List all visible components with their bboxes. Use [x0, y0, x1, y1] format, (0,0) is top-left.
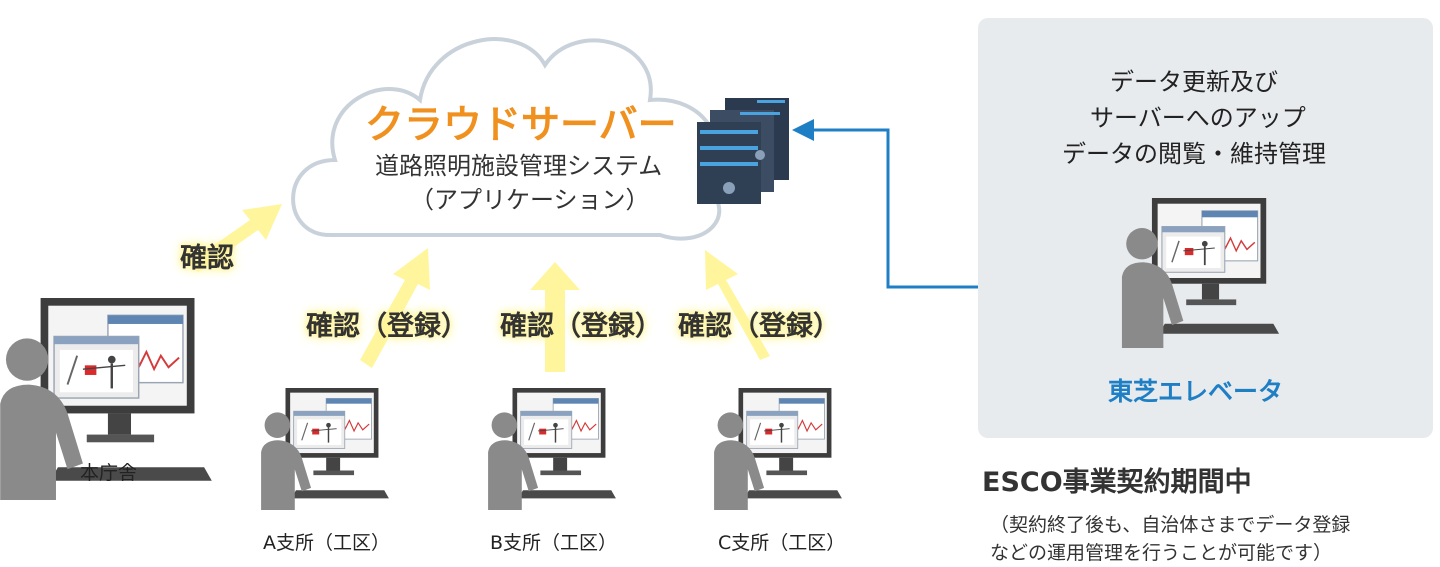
arrow-label-a: 確認（登録） — [306, 311, 468, 342]
site-label-a: A支所（工区） — [263, 532, 390, 554]
pc-user-icon-esco — [1120, 198, 1281, 348]
arrow-label-main: 確認 — [180, 243, 234, 274]
pc-user-icon-b — [487, 388, 617, 510]
site-label-main: 本庁舎 — [80, 462, 138, 484]
esco-period-title: ESCO事業契約期間中 — [982, 467, 1252, 498]
arrow-label-b: 確認（登録） — [500, 311, 662, 342]
company-name: 東芝エレベータ — [1108, 377, 1284, 406]
pc-user-icon-c — [713, 388, 843, 510]
esco-task-line1: データ更新及び — [1110, 68, 1278, 96]
pc-user-icon-a — [260, 388, 390, 510]
esco-note-line1: （契約終了後も、自治体さまでデータ登録 — [990, 514, 1351, 536]
site-label-c: C支所（工区） — [718, 532, 846, 554]
cloud-system-sub: （アプリケーション） — [410, 186, 650, 214]
cloud-system-name: 道路照明施設管理システム — [375, 152, 663, 180]
esco-task-line3: データの閲覧・維持管理 — [1062, 140, 1326, 168]
cloud-title: クラウドサーバー — [365, 103, 677, 148]
arrow-label-c: 確認（登録） — [678, 311, 840, 342]
site-label-b: B支所（工区） — [490, 532, 618, 554]
esco-note-line2: などの運用管理を行うことが可能です） — [990, 542, 1333, 564]
server-icon — [697, 98, 789, 204]
esco-task-line2: サーバーへのアップ — [1090, 104, 1306, 132]
arrow-icon — [190, 204, 770, 372]
